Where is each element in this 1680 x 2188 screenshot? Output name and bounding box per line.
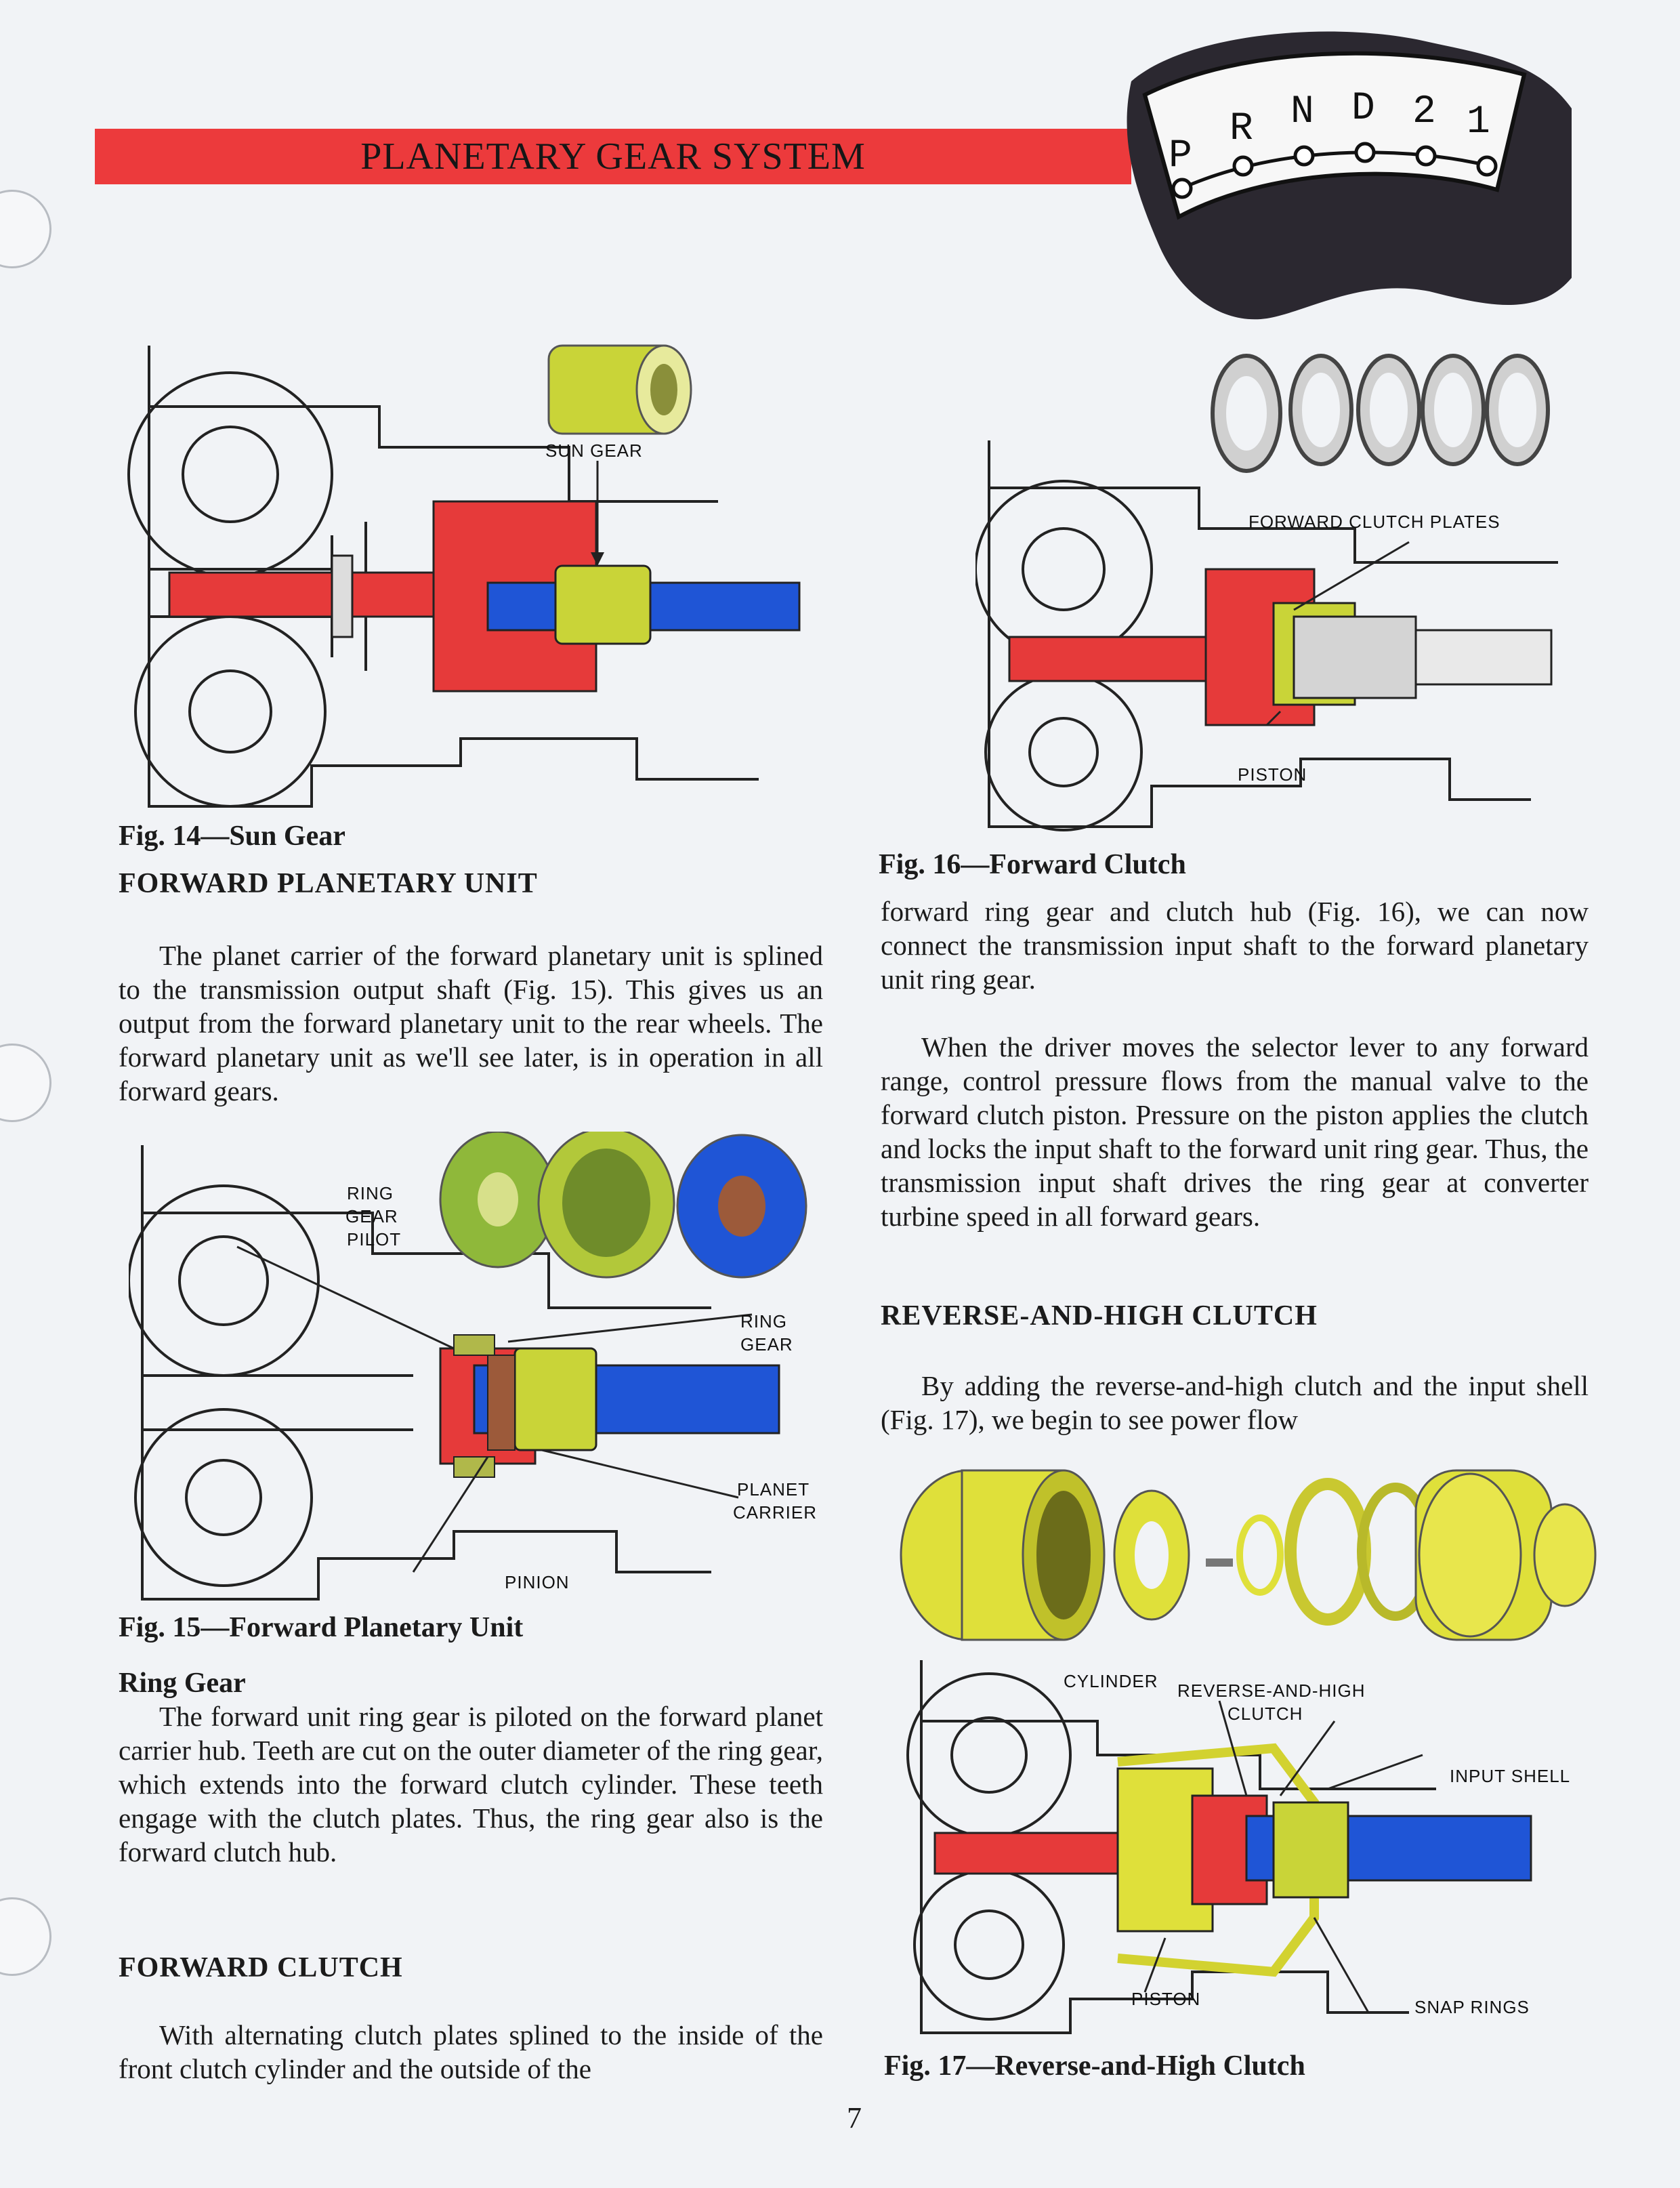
forward-clutch-continued-text: forward ring gear and clutch hub (Fig. 1… xyxy=(881,896,1589,995)
fig15-label-planet-carrier-2: CARRIER xyxy=(733,1502,818,1523)
forward-planetary-heading: FORWARD PLANETARY UNIT xyxy=(119,868,538,899)
fig17-caption: Fig. 17—Reverse-and-High Clutch xyxy=(884,2050,1305,2082)
selector-letter-2: 2 xyxy=(1412,90,1436,134)
fig15-label-ring-gear-1: RING xyxy=(740,1311,787,1332)
fig15-label-ring-gear-pilot-2: GEAR xyxy=(345,1206,398,1226)
fig17-label-snap-rings: SNAP RINGS xyxy=(1414,1997,1530,2017)
ring-gear-text: The forward unit ring gear is piloted on… xyxy=(119,1701,823,1867)
fig15-caption: Fig. 15—Forward Planetary Unit xyxy=(119,1612,524,1643)
ring-gear-heading: Ring Gear xyxy=(119,1668,246,1699)
fig15-label-pinion: PINION xyxy=(505,1572,570,1592)
selector-letter-n: N xyxy=(1290,90,1314,134)
selector-letter-1: 1 xyxy=(1467,100,1490,144)
selector-letter-r: R xyxy=(1230,107,1253,151)
selector-letter-p: P xyxy=(1169,134,1192,178)
fig14-caption: Fig. 14—Sun Gear xyxy=(119,821,345,852)
binder-hole-bottom xyxy=(0,1897,51,1976)
reverse-high-clutch-text: By adding the reverse-and-high clutch an… xyxy=(881,1370,1589,1435)
fig16-label-piston: PISTON xyxy=(1238,764,1307,785)
fig16-caption: Fig. 16—Forward Clutch xyxy=(879,849,1186,880)
forward-planetary-text: The planet carrier of the forward planet… xyxy=(119,940,823,1107)
page-title: PLANETARY GEAR SYSTEM xyxy=(360,136,866,178)
fig16-forward-clutch-illustration xyxy=(975,354,1558,831)
header-bar xyxy=(95,129,1131,184)
gear-selector-graphic: P R N D 2 1 xyxy=(1127,31,1572,320)
fig17-label-piston: PISTON xyxy=(1131,1989,1201,2009)
fig17-label-cylinder: CYLINDER xyxy=(1064,1671,1158,1691)
selector-lever-text: When the driver moves the selector lever… xyxy=(881,1031,1589,1232)
forward-clutch-text: With alternating clutch plates splined t… xyxy=(119,2019,823,2084)
fig15-label-planet-carrier-1: PLANET xyxy=(737,1479,810,1500)
fig15-forward-planetary-illustration xyxy=(129,1132,807,1601)
selector-letter-d: D xyxy=(1351,87,1375,131)
fig17-reverse-high-clutch-illustration xyxy=(900,1469,1597,2034)
forward-clutch-heading: FORWARD CLUTCH xyxy=(119,1952,403,1983)
page-number: 7 xyxy=(847,2101,862,2134)
fig14-label-sun-gear: SUN GEAR xyxy=(545,440,643,461)
fig17-label-reverse-high-1: REVERSE-AND-HIGH xyxy=(1177,1680,1366,1701)
reverse-high-clutch-heading: REVERSE-AND-HIGH CLUTCH xyxy=(881,1300,1318,1332)
fig15-label-ring-gear-pilot-3: PILOT xyxy=(347,1229,402,1250)
fig14-sun-gear-illustration xyxy=(127,344,801,808)
fig15-label-ring-gear-pilot-1: RING xyxy=(347,1183,394,1203)
fig17-label-input-shell: INPUT SHELL xyxy=(1450,1766,1571,1786)
fig17-label-reverse-high-2: CLUTCH xyxy=(1227,1704,1303,1724)
binder-hole-middle xyxy=(0,1044,51,1122)
binder-hole-top xyxy=(0,190,51,268)
fig16-label-forward-clutch-plates: FORWARD CLUTCH PLATES xyxy=(1248,512,1500,532)
fig15-label-ring-gear-2: GEAR xyxy=(740,1334,793,1355)
